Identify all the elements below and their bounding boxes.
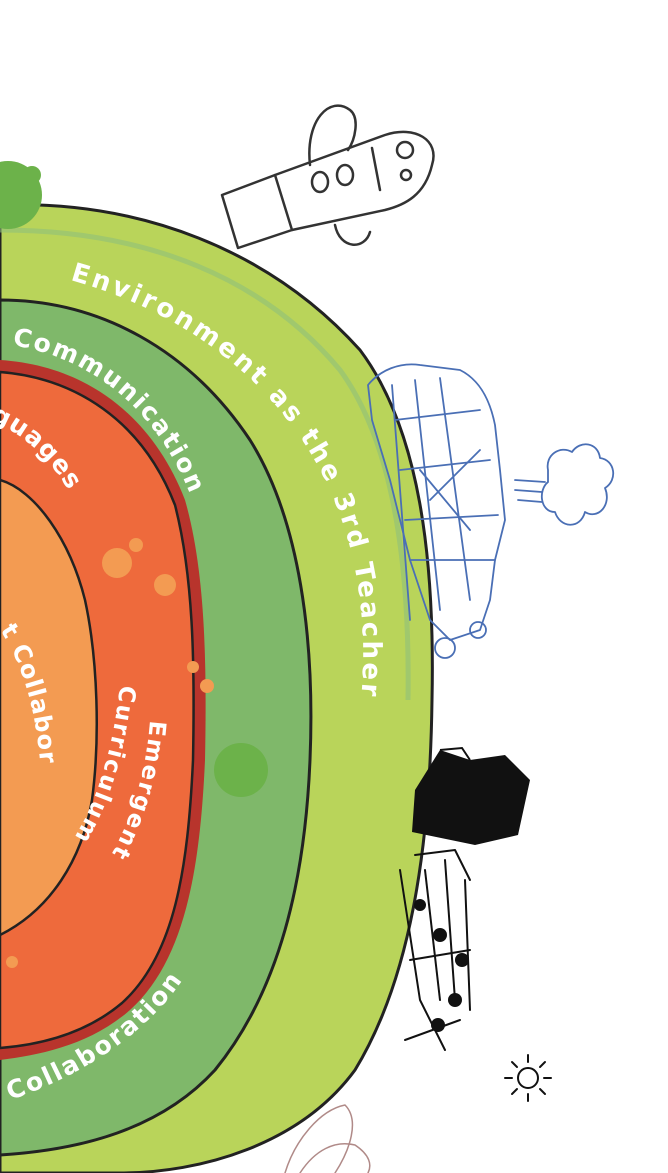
house-drawing <box>400 748 530 1050</box>
cloud-drawing <box>515 444 613 524</box>
rocket-drawing <box>222 106 434 248</box>
sun-drawing <box>505 1055 551 1101</box>
